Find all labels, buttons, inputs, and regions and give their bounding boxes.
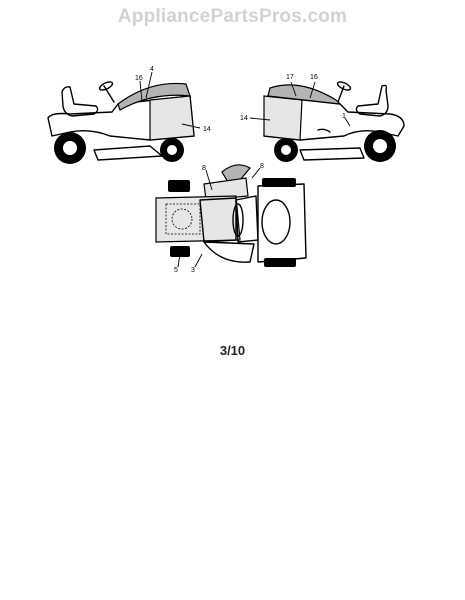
- callout-17: 17: [286, 74, 294, 81]
- tractor-right-side-view: 17 16 14 1: [240, 74, 405, 162]
- tractor-top-view: 8 8 5 3: [155, 163, 307, 274]
- callout-4: 4: [150, 66, 154, 73]
- callout-3: 3: [191, 267, 195, 274]
- callout-16: 16: [310, 74, 318, 81]
- callout-14: 14: [240, 115, 248, 122]
- callout-8: 8: [260, 163, 264, 170]
- tractor-left-side-view: 4 16 14: [47, 66, 211, 164]
- callout-1: 1: [342, 113, 346, 120]
- page-number: 3/10: [219, 343, 246, 358]
- callout-14: 14: [203, 126, 211, 133]
- callout-8: 8: [202, 165, 206, 172]
- callout-5: 5: [174, 267, 178, 274]
- callout-16: 16: [135, 75, 143, 82]
- watermark: AppliancePartsPros.com: [117, 6, 348, 27]
